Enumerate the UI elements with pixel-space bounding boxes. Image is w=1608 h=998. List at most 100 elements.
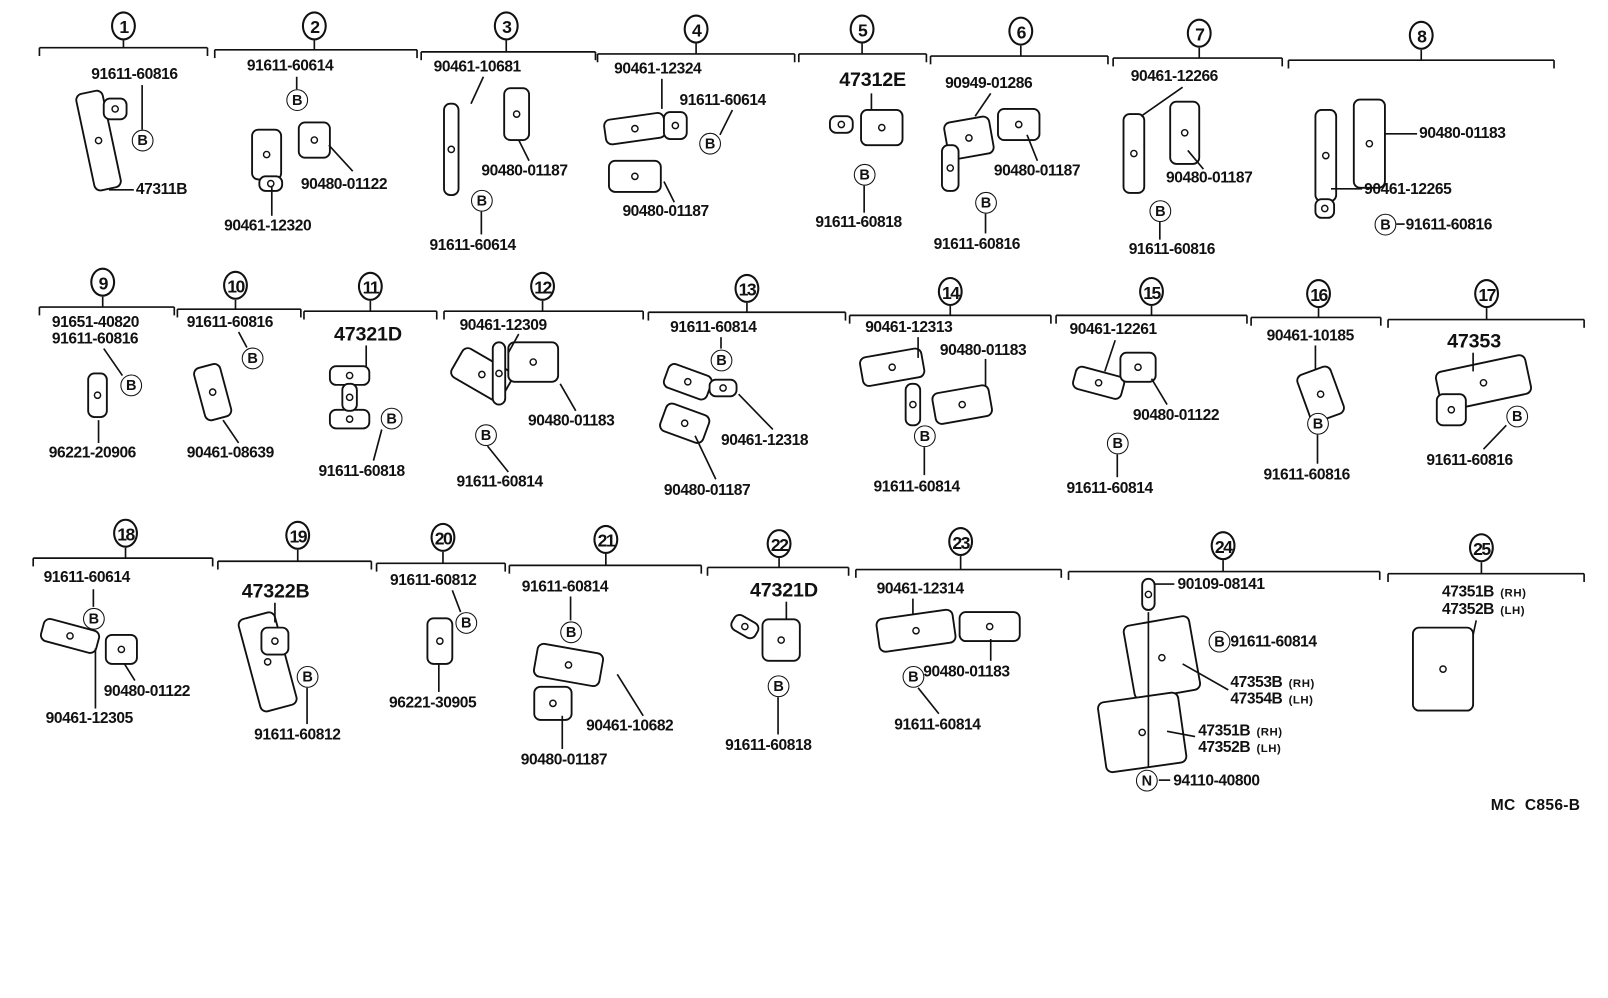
part-number-label: 90480-01183 bbox=[1419, 125, 1506, 143]
leader-line bbox=[616, 673, 644, 717]
mounting-hole bbox=[94, 136, 103, 145]
part-number-label: 91611-60816 bbox=[1128, 240, 1216, 259]
part-number: 47352B bbox=[1441, 600, 1495, 619]
part-number: 90480-01183 bbox=[528, 411, 615, 430]
part-illustration bbox=[443, 102, 460, 196]
part-number-label: 90461-12309 bbox=[460, 317, 548, 334]
part-number-label: 47353B(RH) bbox=[1230, 674, 1314, 692]
mounting-hole bbox=[1365, 139, 1374, 148]
part-number-label: 91611-60816 bbox=[187, 314, 274, 331]
part-number-label: 47352B(LH) bbox=[1198, 739, 1281, 758]
group-number: 4 bbox=[683, 14, 709, 44]
part-illustration bbox=[237, 611, 298, 713]
part-number-label: 91611-60814 bbox=[1066, 480, 1153, 497]
mounting-hole bbox=[345, 371, 354, 380]
part-number-label: 47321D bbox=[750, 580, 818, 602]
bolt-marker-icon: B bbox=[455, 612, 478, 634]
part-number-label: 91611-60812 bbox=[254, 727, 341, 744]
mounting-hole bbox=[263, 658, 272, 666]
part-number: 91611-60614 bbox=[679, 91, 766, 109]
mounting-hole bbox=[680, 419, 689, 428]
part-number-label: 90109-08141 bbox=[1177, 575, 1265, 594]
part-number-label: 90461-12261 bbox=[1069, 320, 1158, 339]
part-number: 90461-12305 bbox=[45, 709, 134, 728]
part-number-label: 90480-01187 bbox=[994, 162, 1081, 180]
side-qualifier: (LH) bbox=[1500, 604, 1526, 618]
mounting-hole bbox=[529, 358, 538, 366]
mounting-hole bbox=[1138, 728, 1147, 737]
part-number-label: 90949-01286 bbox=[945, 75, 1033, 93]
group-number: 22 bbox=[766, 529, 792, 559]
part-illustration bbox=[297, 121, 331, 159]
mounting-hole bbox=[912, 626, 920, 635]
leader-line bbox=[694, 435, 717, 480]
group-number: 20 bbox=[430, 522, 456, 552]
group-number: 7 bbox=[1186, 18, 1212, 48]
part-illustration bbox=[1141, 577, 1156, 611]
bolt-marker-icon: B bbox=[913, 425, 936, 448]
part-number-label: 90461-10681 bbox=[434, 59, 522, 76]
mounting-hole bbox=[66, 632, 74, 640]
mounting-hole bbox=[1180, 128, 1189, 137]
part-number: 47322B bbox=[241, 580, 310, 603]
part-number: 91611-60818 bbox=[725, 736, 812, 755]
part-illustration bbox=[251, 128, 283, 181]
mounting-hole bbox=[683, 377, 692, 386]
part-illustration bbox=[104, 633, 138, 665]
part-number: 90461-12261 bbox=[1069, 320, 1158, 339]
part-number-label: 90480-01122 bbox=[1133, 407, 1220, 425]
leader-line bbox=[328, 144, 354, 172]
mounting-hole bbox=[271, 637, 279, 645]
mounting-hole bbox=[985, 622, 994, 631]
group-number: 18 bbox=[113, 518, 138, 548]
mounting-hole bbox=[93, 391, 102, 400]
mounting-hole bbox=[1144, 590, 1153, 599]
mounting-hole bbox=[262, 150, 271, 159]
part-number: 96221-30905 bbox=[389, 694, 477, 712]
group-number: 3 bbox=[493, 11, 519, 41]
group-number: 2 bbox=[301, 11, 327, 41]
part-number-label: 91611-60816 bbox=[1406, 216, 1493, 234]
part-illustration bbox=[193, 363, 233, 422]
part-number: 90109-08141 bbox=[1177, 575, 1265, 594]
part-number-label: 47321D bbox=[334, 324, 402, 346]
part-number-label: 47322B bbox=[241, 580, 310, 603]
part-number-label: 90461-12313 bbox=[865, 319, 953, 337]
bolt-marker-icon: B bbox=[1149, 200, 1172, 223]
part-illustration bbox=[503, 87, 531, 141]
part-number: 90480-01187 bbox=[663, 481, 751, 499]
mounting-hole bbox=[1439, 665, 1447, 673]
part-number: 47354B bbox=[1230, 689, 1283, 708]
leader-line bbox=[1472, 620, 1478, 636]
part-number-label: 91611-60818 bbox=[725, 736, 812, 755]
part-illustration bbox=[1122, 113, 1146, 194]
bolt-marker-icon: B bbox=[131, 129, 154, 152]
part-illustration bbox=[258, 175, 284, 192]
bolt-marker-icon: B bbox=[1506, 405, 1529, 428]
part-number: 90480-01187 bbox=[622, 202, 709, 220]
part-illustration bbox=[1314, 109, 1338, 203]
mounting-hole bbox=[958, 400, 967, 409]
mounting-hole bbox=[837, 120, 846, 129]
group-number: 15 bbox=[1139, 276, 1164, 307]
bolt-marker-icon: B bbox=[902, 666, 925, 688]
bolt-marker-icon: B bbox=[560, 621, 582, 644]
part-number: 90480-01122 bbox=[300, 175, 388, 193]
part-number-label: 91611-60818 bbox=[318, 463, 405, 481]
group-number: 11 bbox=[357, 271, 383, 301]
part-number-label: 94110-40800 bbox=[1173, 772, 1260, 790]
reference-code: MC C856-B bbox=[1490, 796, 1581, 815]
leader-line bbox=[486, 445, 509, 473]
part-illustration bbox=[87, 372, 108, 418]
part-number: 91611-60814 bbox=[456, 473, 543, 491]
group-number: 16 bbox=[1306, 279, 1331, 309]
group-number: 23 bbox=[948, 526, 974, 557]
part-number: 47351B bbox=[1198, 722, 1251, 740]
part-number: 91611-60614 bbox=[43, 568, 131, 587]
group-number: 19 bbox=[285, 520, 311, 550]
part-number: 91611-60816 bbox=[1128, 240, 1216, 259]
mounting-hole bbox=[117, 645, 126, 654]
part-illustration bbox=[730, 614, 760, 640]
part-number-label: 90480-01122 bbox=[104, 683, 191, 701]
